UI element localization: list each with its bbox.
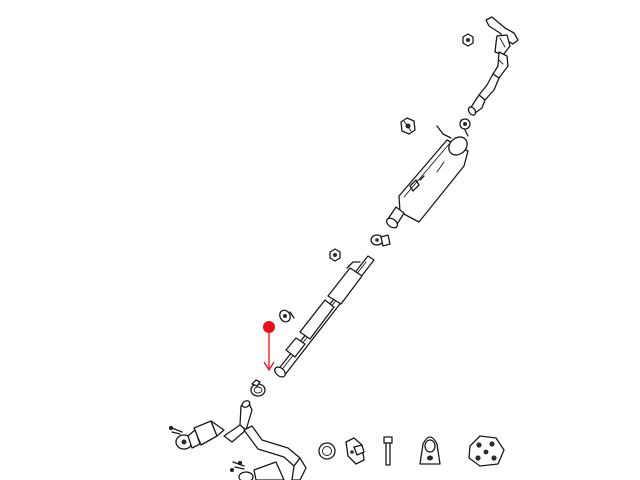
bolt (383, 436, 393, 466)
muffler (385, 136, 469, 229)
clamp-muffler (370, 234, 391, 247)
rubber-isolator (419, 436, 441, 465)
mounting-flange (468, 435, 505, 467)
isolator-upper (400, 117, 416, 135)
hanger-nut-upper (462, 33, 474, 47)
bracket-clamp (345, 437, 365, 465)
ring-clamp (318, 442, 336, 460)
callout-arrow-head (263, 361, 275, 372)
y-pipe-assembly (168, 400, 307, 480)
callout-marker (263, 321, 275, 372)
intermediate-pipe (274, 255, 375, 378)
hardware-row (318, 435, 505, 467)
nut-middle (329, 248, 341, 262)
isolator-lower (279, 309, 295, 323)
callout-dot (263, 321, 275, 333)
tailpipe (467, 16, 519, 116)
hanger-bracket-upper (436, 118, 471, 139)
gasket-ring (250, 379, 266, 397)
